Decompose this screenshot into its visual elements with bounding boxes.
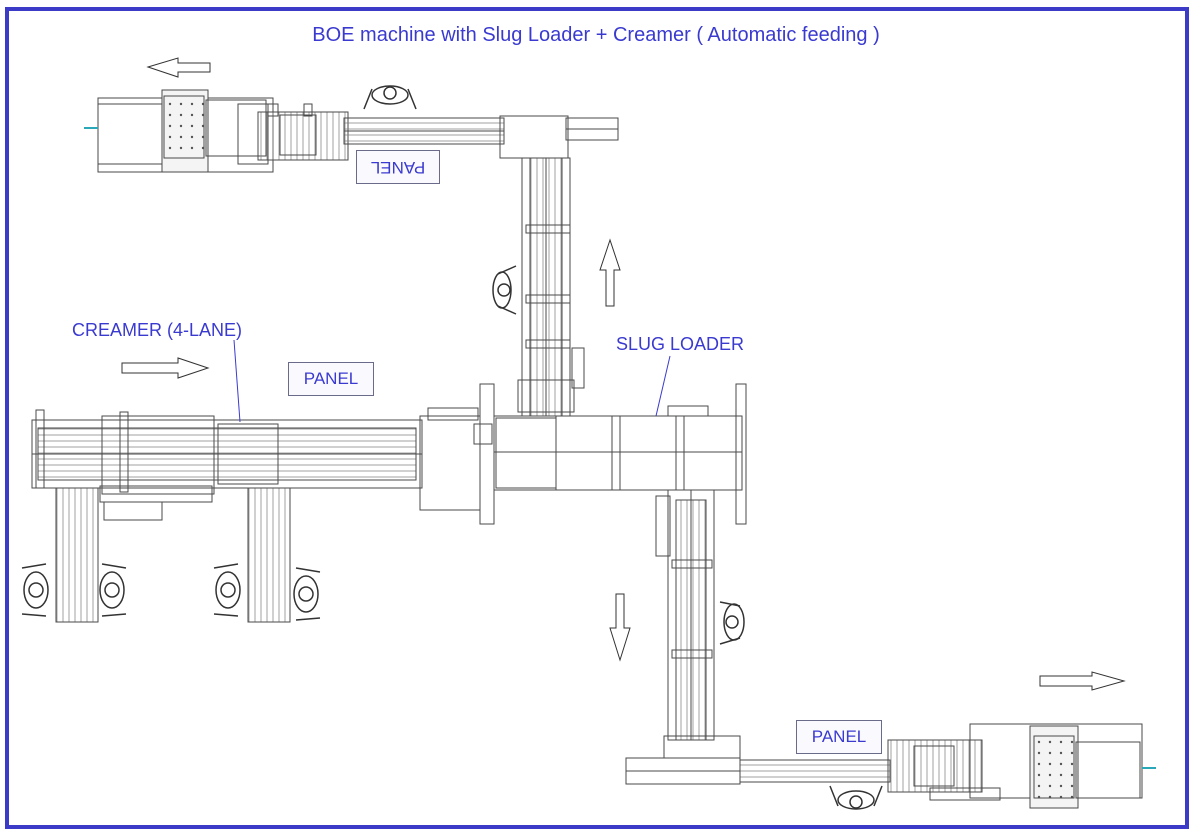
- arrow-right-bottom: [1039, 671, 1126, 691]
- top-boe-machine: [84, 89, 619, 173]
- slug-loader-label: SLUG LOADER: [616, 334, 745, 354]
- slug-loader-machine: [419, 383, 747, 525]
- flow-arrows: [121, 57, 1126, 691]
- panel-middle: PANEL: [288, 362, 374, 396]
- panel-top: PANEL: [356, 150, 440, 184]
- operator-figures: [21, 85, 883, 810]
- arrow-right-creamer: [121, 357, 210, 379]
- arrow-down-lower: [609, 593, 631, 662]
- upper-vertical-conveyor: [517, 157, 585, 417]
- diagram-title: BOE machine with Slug Loader + Creamer (…: [312, 24, 880, 46]
- lower-vertical-conveyor: [655, 489, 741, 759]
- bottom-boe-machine: [625, 723, 1156, 809]
- panel-bottom: PANEL: [796, 720, 882, 754]
- creamer-machine: [31, 409, 423, 623]
- arrow-left-top: [146, 57, 211, 78]
- label-leaders: [233, 339, 671, 423]
- creamer-label: CREAMER (4-LANE): [72, 320, 243, 340]
- arrow-up-slug: [599, 238, 621, 307]
